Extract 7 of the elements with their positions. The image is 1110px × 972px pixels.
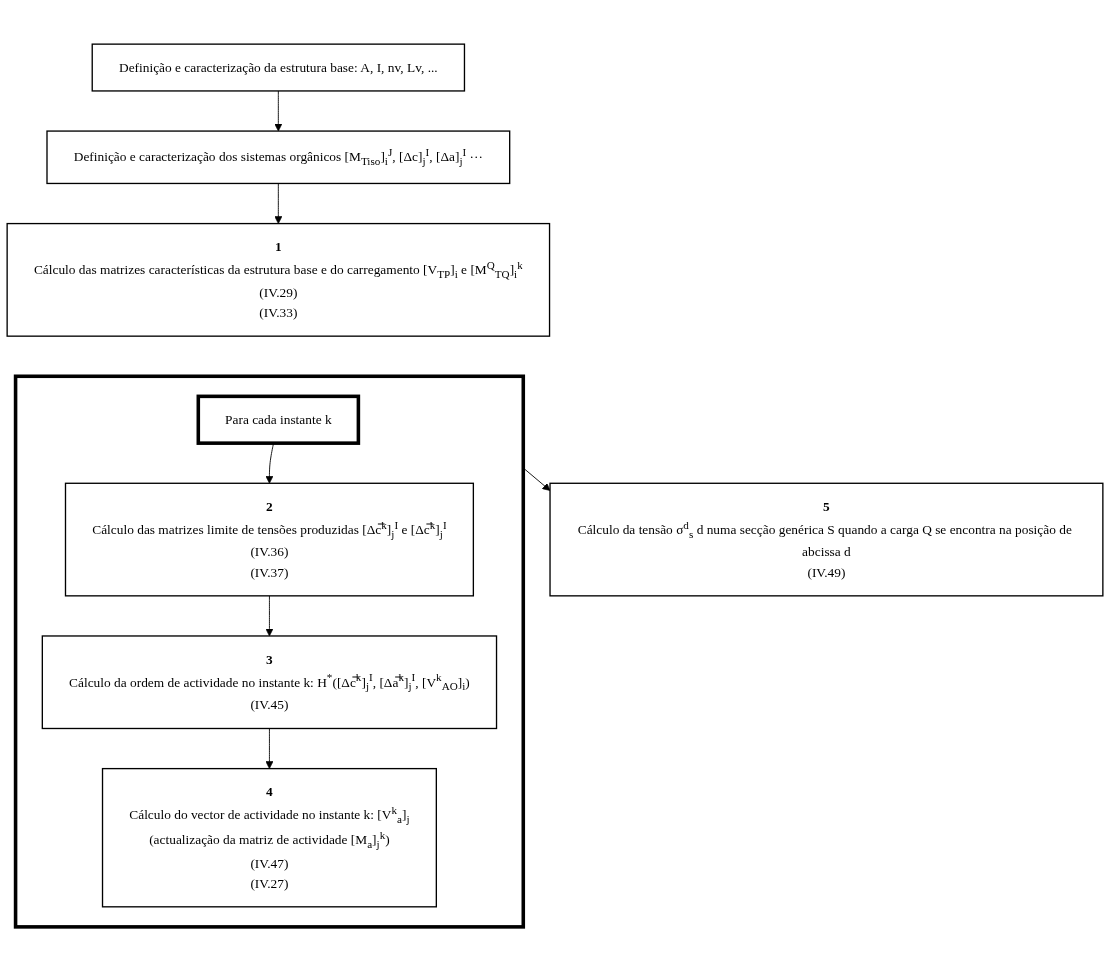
- node-box: Definição e caracterização da estrutura base: A, I, nv, Lv, ...: [91, 43, 466, 93]
- node-box: 4 Cálculo do vector de actividade no instante k: [V$^{k}$$_{a}$]$_{j}$ (actualização da matriz de actividade [M$_{a}$]$_{j}$$^{k}$) (IV.47) (IV.27): [101, 768, 437, 908]
- node-box: Para cada instante k: [196, 395, 361, 446]
- cluster: [13, 374, 526, 930]
- node-box: Definição e caracterização dos sistemas orgânicos [M$_{Tiso}$]$_{i}$$^{J}$, [Δc]$_{j}$$^{I}$, [Δa]$_{j}$$^{I}$ ···: [46, 130, 511, 185]
- node-box: 5 Cálculo da tensão σ$^{d}$$_{s}$ d numa secção genérica S quando a carga Q se encontra na posição de abcissa d (IV.49): [549, 483, 1104, 597]
- node-box: 3 Cálculo da ordem de actividade no instante k: H$^{*}$([Δc̿$^{k}$]$_{j}$$^{I}$, [Δa̿$^{k}$]$_{j}$$^{I}$, [V$^{k}$$_{AO}$]$_{i}$) (IV.45): [41, 635, 498, 730]
